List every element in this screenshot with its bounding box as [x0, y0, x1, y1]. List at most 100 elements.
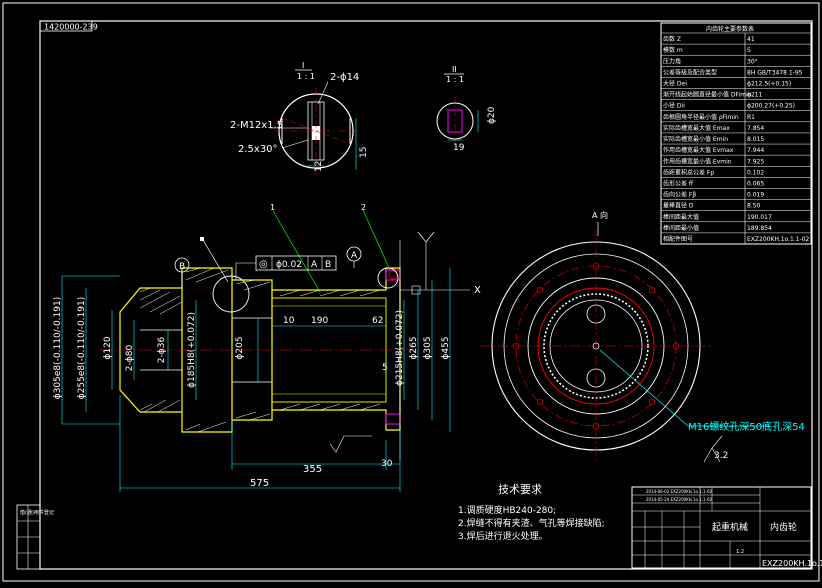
datum-B: B — [179, 262, 185, 272]
balloon-part2: 2 — [361, 203, 366, 212]
gear-table-param-value: 7.854 — [747, 125, 764, 132]
dim-5: 5 — [382, 363, 388, 373]
tech-req-item-1: 1.调质硬度HB240-280; — [458, 504, 556, 516]
view-I-scale: 1 : 1 — [297, 72, 315, 81]
view-I-chamfer-label: 2.5x30° — [238, 144, 278, 155]
dim-30: 30 — [381, 459, 393, 469]
gear-table-param-value: 30° — [747, 58, 758, 65]
tech-req-item-3: 3.焊后进行退火处理。 — [458, 530, 548, 542]
gear-table-param-name: 棒间距最大值 — [663, 213, 699, 221]
dim-phi80: 2-ϕ80 — [125, 345, 135, 372]
title-scale: 1:2 — [736, 549, 744, 555]
gear-table-param-name: 齿数 Z — [663, 35, 681, 43]
inner-frame — [39, 20, 813, 570]
gear-table-param-name: 作用齿槽宽最大值 Evmax — [663, 146, 734, 154]
gear-table-param-value: 8.015 — [747, 136, 764, 143]
gear-table-param-name: 齿向公差 Fβ — [663, 191, 696, 199]
gear-table-param-value: 0.065 — [747, 180, 764, 187]
dim-phi255: ϕ255e8(-0.110/-0.191) — [77, 297, 87, 399]
side-stamp-text: 借(通)用件登记 — [20, 509, 54, 516]
title-drawing-no: EXZ200KH.1o.1.1 — [762, 559, 822, 568]
title-block: 2014-06-02 EXZ200KH.1o.1.1-02 2014-05-20… — [631, 486, 822, 569]
side-stamp-column: 借(通)用件登记 — [16, 504, 54, 570]
gear-table-param-value: 8.50 — [747, 203, 761, 210]
gear-table-param-name: 公差等级及配合类型 — [663, 68, 717, 76]
gear-table-param-name: 棒间距最小值 — [663, 224, 699, 232]
gear-table-param-value: 0.019 — [747, 192, 764, 199]
gear-table-param-value: 190.017 — [747, 214, 772, 221]
title-org: 起重机械 — [712, 521, 748, 533]
dim-10: 10 — [283, 316, 295, 326]
gear-table-param-value: 7.925 — [747, 158, 764, 165]
tech-req-title: 技术要求 — [498, 483, 542, 496]
gear-table-param-value: 7.944 — [747, 147, 764, 154]
view-II-scale: 1 : 1 — [446, 75, 464, 84]
datum-A: A — [351, 251, 358, 261]
gear-table-param-name: 量棒直径 D — [663, 202, 694, 210]
balloon-part3-marker — [200, 237, 204, 241]
tol-value: ϕ0.02 — [276, 260, 302, 270]
code-box — [39, 20, 93, 32]
gear-table-param-name: 大径 Dei — [663, 80, 687, 88]
view-I-hole-label: 2-ϕ14 — [330, 72, 359, 83]
drawing-code-top: 1420000-239 — [44, 23, 98, 32]
dim-phi120: ϕ120 — [103, 336, 113, 359]
detail-I-callout — [212, 275, 250, 313]
gear-table-param-name: 齿距累积总公差 Fp — [663, 168, 714, 176]
gear-table-param-name: 作用齿槽宽最小值 Evmin — [663, 157, 732, 165]
main-section-view: Y X 1 2 B A ◎ ϕ0.02 A B — [53, 203, 481, 492]
technical-requirements: 技术要求 1.调质硬度HB240-280; 2.焊缝不得有夹渣、气孔等焊接缺陷;… — [458, 483, 605, 542]
view-A-label: A 向 — [592, 210, 608, 220]
gear-table-param-name: 小径 Dii — [663, 102, 685, 110]
gear-table-param-value: 8H GB/T3478.1-95 — [747, 69, 803, 76]
gear-table-param-name: 齿形公差 ff — [663, 179, 694, 187]
gear-table-param-value: 189.854 — [747, 225, 772, 232]
detail-view-I: I 1 : 1 2-ϕ14 2-M12x1.5 2.5x30° 12 15 — [230, 61, 369, 175]
view-I-marker: I — [302, 61, 304, 70]
dim-phi455: ϕ455 — [441, 336, 451, 359]
balloon-part1: 1 — [270, 203, 275, 212]
gear-table-param-name: 实际齿槽宽最小值 Emin — [663, 135, 728, 143]
gear-table-param-value: R1 — [747, 114, 755, 121]
detail-II-callout — [377, 267, 399, 289]
gear-table-param-name: 相配件图号 — [663, 235, 693, 243]
title-part-name: 内齿轮 — [770, 521, 797, 533]
tol-symbol: ◎ — [259, 259, 268, 270]
view-I-dim-15: 15 — [359, 147, 369, 158]
tolerance-frame: ◎ ϕ0.02 A B — [235, 255, 337, 280]
end-view-A: A 向 M16螺纹孔深50底孔深54 3.2 — [480, 210, 805, 463]
gear-table-param-value: ϕ211 — [747, 92, 763, 99]
dim-575: 575 — [250, 478, 269, 489]
gear-table-param-name: 压力角 — [663, 57, 681, 65]
view-II-marker: II — [452, 65, 457, 74]
dim-355: 355 — [303, 464, 322, 475]
gear-table-param-value: ϕ212.5(+0.15) — [747, 81, 791, 88]
dim-phi185: ϕ185H8(+0.072) — [187, 312, 197, 388]
gear-table-param-value: 5 — [747, 47, 751, 54]
view-II-dim-19: 19 — [453, 143, 465, 153]
gear-table-param-name: 实际齿槽宽最大值 Emax — [663, 124, 730, 132]
tol-ref2: B — [325, 260, 331, 270]
tech-req-item-2: 2.焊缝不得有夹渣、气孔等焊接缺陷; — [458, 517, 605, 529]
view-I-thread-label: 2-M12x1.5 — [230, 120, 283, 131]
view-II-dim-20: ϕ20 — [487, 106, 497, 124]
dim-phi265: ϕ265 — [409, 336, 419, 359]
gear-table-param-value: ϕ200.27(+0.25) — [747, 103, 795, 110]
rev-row-1: 2014-06-02 EXZ200KH.1o.1.1-02 — [646, 489, 713, 494]
x-mark: X — [474, 285, 481, 296]
dim-phi305b: ϕ305 — [423, 336, 433, 359]
gear-table-param-name: 渐开线起始圆直径最小值 DFimin — [663, 91, 752, 99]
view-A-bolt-note: M16螺纹孔深50底孔深54 — [688, 420, 805, 433]
dim-phi205: ϕ205 — [235, 336, 245, 359]
gear-table-param-value: 0.102 — [747, 169, 764, 176]
dim-phi36: 2-ϕ36 — [157, 337, 167, 364]
dim-phi305: ϕ305e8(-0.110/-0.191) — [53, 297, 63, 399]
view-I-dim-12: 12 — [314, 161, 324, 172]
dim-62: 62 — [372, 316, 383, 326]
dim-phi215: ϕ215H8(+0.072) — [395, 310, 405, 386]
view-A-roughness: 3.2 — [714, 451, 728, 461]
detail-view-II: II 1 : 1 ϕ20 19 — [436, 65, 497, 153]
